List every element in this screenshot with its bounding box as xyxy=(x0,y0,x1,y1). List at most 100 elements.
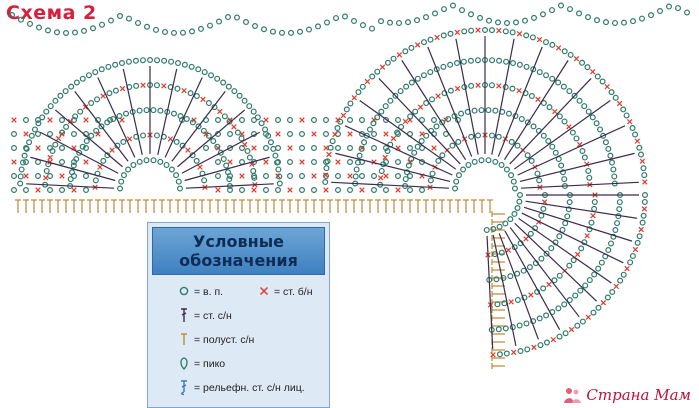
chain-stitch xyxy=(324,19,331,26)
single-crochet xyxy=(287,145,293,151)
chain-stitch xyxy=(579,147,586,154)
chain-stitch xyxy=(629,18,636,25)
chain-stitch xyxy=(566,199,573,206)
base-half-double xyxy=(455,199,461,213)
chain-stitch xyxy=(549,41,556,48)
chain-stitch xyxy=(556,333,563,340)
legend-heading-line1: Условные xyxy=(192,232,285,251)
double-crochet xyxy=(177,109,246,168)
chain-stitch xyxy=(561,301,568,308)
chain-stitch xyxy=(250,167,257,174)
chain-stitch xyxy=(414,75,421,82)
base-half-double xyxy=(431,199,437,213)
chain-stitch xyxy=(77,108,84,115)
chain-stitch xyxy=(17,180,24,187)
chain-stitch xyxy=(9,12,16,19)
single-crochet xyxy=(510,349,517,356)
single-crochet xyxy=(109,147,115,153)
single-crochet xyxy=(311,131,317,137)
single-crochet xyxy=(516,87,522,94)
chain-stitch xyxy=(556,113,563,120)
double-crochet xyxy=(519,152,635,183)
single-crochet xyxy=(414,42,421,48)
chain-stitch xyxy=(455,172,462,179)
chain-stitch xyxy=(440,63,447,70)
chain-stitch xyxy=(511,210,518,217)
chain-stitch xyxy=(474,57,481,64)
base-half-double xyxy=(207,199,213,213)
chain-stitch xyxy=(556,233,563,240)
base-half-double xyxy=(407,199,413,213)
chain-stitch xyxy=(566,262,573,269)
chain-stitch xyxy=(431,116,438,123)
chain-stitch xyxy=(562,220,569,227)
chain-stitch xyxy=(244,147,251,154)
chain-stitch xyxy=(72,113,79,120)
double-crochet xyxy=(122,68,143,155)
chain-stitch xyxy=(62,29,69,36)
chain-stitch xyxy=(407,187,414,194)
chain-stitch xyxy=(85,72,92,79)
chain-stitch xyxy=(275,145,282,152)
chain-stitch xyxy=(168,166,175,173)
chain-stitch xyxy=(556,272,563,279)
chain-stitch xyxy=(125,15,132,22)
chain-stitch xyxy=(641,192,648,199)
chain-stitch xyxy=(419,187,426,194)
chain-stitch xyxy=(62,88,69,95)
single-crochet xyxy=(431,145,437,151)
chain-stitch xyxy=(334,125,341,132)
chain-stitch xyxy=(590,309,597,316)
chain-stitch xyxy=(140,132,147,139)
chain-stitch xyxy=(35,24,42,31)
chain-stitch xyxy=(263,145,270,152)
base-half-double xyxy=(311,199,317,213)
chain-stitch xyxy=(495,133,502,140)
chain-stitch xyxy=(175,60,182,67)
single-crochet xyxy=(241,141,248,148)
chain-stitch xyxy=(267,139,274,146)
chain-stitch xyxy=(227,187,234,194)
chain-stitch xyxy=(530,14,537,21)
chain-stitch xyxy=(27,20,34,27)
single-crochet xyxy=(322,172,329,178)
chain-stitch xyxy=(620,19,627,26)
chain-stitch xyxy=(200,127,207,134)
watermark-text: Страна Мам xyxy=(586,386,691,404)
double-crochet xyxy=(331,181,450,189)
chain-stitch xyxy=(360,22,367,29)
chain-stitch xyxy=(435,157,442,164)
double-crochet xyxy=(523,206,633,242)
chain-stitch xyxy=(502,28,509,35)
base-half-double xyxy=(359,199,365,213)
chain-stitch xyxy=(57,92,64,99)
chain-stitch xyxy=(223,162,230,169)
chain-stitch xyxy=(551,277,558,284)
chain-stitch xyxy=(450,2,457,9)
chain-stitch xyxy=(594,73,601,80)
single-crochet xyxy=(347,131,353,137)
single-crochet xyxy=(516,31,523,37)
single-crochet xyxy=(197,164,203,170)
single-crochet xyxy=(47,154,53,161)
base-half-double xyxy=(23,199,29,213)
base-half-double xyxy=(183,199,189,213)
chain-stitch xyxy=(34,131,41,138)
base-half-double xyxy=(375,199,381,213)
double-crochet xyxy=(514,222,597,302)
chain-stitch xyxy=(514,142,521,149)
chain-stitch xyxy=(453,178,460,185)
chain-stitch xyxy=(118,178,125,185)
chain-stitch xyxy=(23,116,30,123)
single-crochet xyxy=(624,265,630,272)
chain-stitch xyxy=(258,120,265,127)
chain-stitch xyxy=(523,320,530,327)
chain-stitch xyxy=(433,66,440,73)
single-crochet xyxy=(523,236,529,242)
chain-stitch xyxy=(306,26,313,33)
chain-stitch xyxy=(561,176,568,183)
single-crochet xyxy=(638,226,644,233)
double-crochet xyxy=(26,183,115,189)
single-crochet xyxy=(379,64,386,70)
chain-stitch xyxy=(528,157,535,164)
